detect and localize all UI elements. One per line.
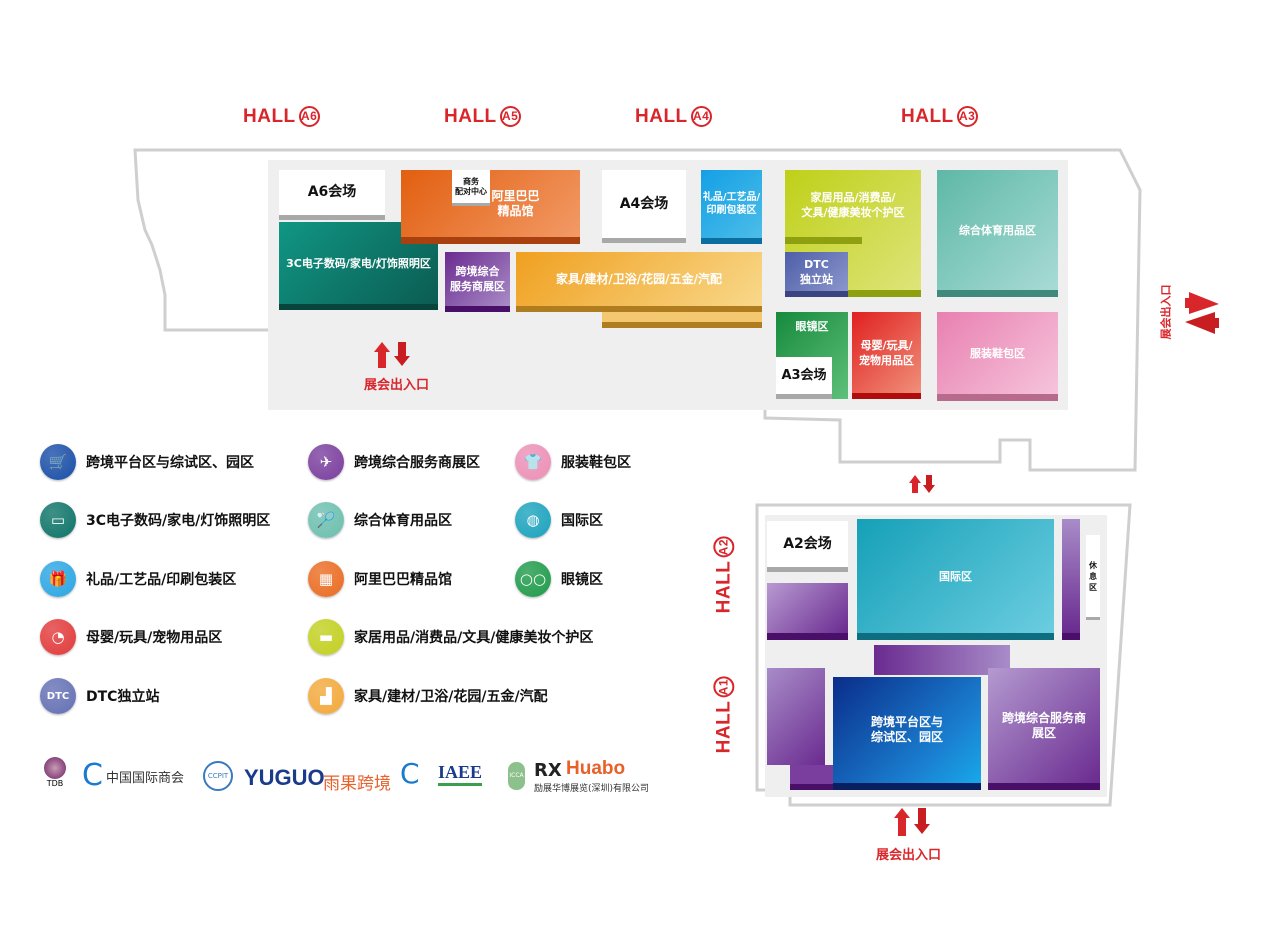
entrance-label-a1: 展会出入口 <box>876 848 942 863</box>
zone-a6-venue[interactable]: A6会场 <box>279 170 385 220</box>
zone-a4-venue[interactable]: A4会场 <box>602 170 686 243</box>
logo-yuguo-cn: 雨果跨境 <box>323 774 391 794</box>
zone-business-matching[interactable]: 商务 配对中心 <box>452 170 490 206</box>
entrance-arrows-icon <box>894 808 930 836</box>
hall-number: A3 <box>956 106 978 127</box>
legend-label: 眼镜区 <box>561 572 603 588</box>
hall-number: A6 <box>298 106 320 127</box>
zone-international[interactable]: 国际区 <box>857 519 1054 640</box>
zone-a2-venue[interactable]: A2会场 <box>767 521 848 572</box>
entrance-arrows-icon <box>374 342 410 368</box>
hall-number: A4 <box>690 106 712 127</box>
legend-label: 跨境平台区与综试区、园区 <box>86 455 254 471</box>
legend-item: 👕 服装鞋包区 <box>515 444 631 480</box>
entrance-label-a6: 展会出入口 <box>364 378 430 393</box>
logo-yuguo: YUGUO <box>244 765 325 790</box>
legend-label: 跨境综合服务商展区 <box>354 455 480 471</box>
logo-huabo: Huabo <box>566 758 626 779</box>
gift-icon: 🎁 <box>40 561 76 597</box>
zone-furniture[interactable]: 家具/建材/卫浴/花园/五金/汽配 <box>516 252 762 312</box>
zone-baby[interactable]: 母婴/玩具/ 宠物用品区 <box>852 312 921 399</box>
legend-item: ▭ 3C电子数码/家电/灯饰照明区 <box>40 502 270 538</box>
legend-label: 家具/建材/卫浴/花园/五金/汽配 <box>354 689 548 705</box>
shuttlecock-icon: 🏸 <box>308 502 344 538</box>
monitor-icon: ▭ <box>40 502 76 538</box>
legend-item: ▦ 阿里巴巴精品馆 <box>308 561 452 597</box>
shop-icon: ▦ <box>308 561 344 597</box>
globe-icon: ◍ <box>515 502 551 538</box>
entrance-label-a3: 展会出入口 <box>1159 284 1173 340</box>
zone-purple-middle[interactable] <box>874 645 1010 675</box>
zone-rest[interactable]: 休 息 区 <box>1086 535 1100 620</box>
zone-dtc[interactable]: DTC 独立站 <box>785 252 848 297</box>
legend-item: ◍ 国际区 <box>515 502 603 538</box>
cart-icon: 🛒 <box>40 444 76 480</box>
legend-label: 国际区 <box>561 513 603 529</box>
bed-icon: ▬ <box>308 619 344 655</box>
airplane-icon: ✈ <box>308 444 344 480</box>
zone-furniture-extension <box>602 312 762 328</box>
legend-label: 家居用品/消费品/文具/健康美妆个护区 <box>354 630 594 646</box>
zone-crossborder-service-lower[interactable]: 跨境综合服务商 展区 <box>988 668 1100 790</box>
stroller-icon: ◔ <box>40 619 76 655</box>
zone-crossborder-service[interactable]: 跨境综合 服务商展区 <box>445 252 510 312</box>
legend-label: 3C电子数码/家电/灯饰照明区 <box>86 513 271 529</box>
hall-text: HALL <box>444 106 497 127</box>
hall-number: A5 <box>499 106 521 127</box>
legend-label: 综合体育用品区 <box>354 513 452 529</box>
shirt-icon: 👕 <box>515 444 551 480</box>
legend-label: 礼品/工艺品/印刷包装区 <box>86 572 237 588</box>
glasses-icon: ○○ <box>515 561 551 597</box>
zone-apparel[interactable]: 服装鞋包区 <box>937 312 1058 401</box>
logo-ccpit: CCPIT <box>203 761 233 791</box>
zone-purple-strip[interactable] <box>1062 519 1080 640</box>
legend-item: ◔ 母婴/玩具/宠物用品区 <box>40 619 222 655</box>
legend-item: 🏸 综合体育用品区 <box>308 502 452 538</box>
logo-tdb: TDB <box>40 757 70 793</box>
hall-text: HALL <box>243 106 296 127</box>
logo-text: TDB <box>46 779 64 788</box>
legend-label: 服装鞋包区 <box>561 455 631 471</box>
legend-label: 母婴/玩具/宠物用品区 <box>86 630 223 646</box>
entrance-arrows-icon <box>1185 292 1219 334</box>
legend-item: DTC DTC独立站 <box>40 678 159 714</box>
zone-home-shadow <box>785 237 862 244</box>
logo-icca: ICCA <box>508 762 525 790</box>
zone-purple-a2[interactable] <box>767 583 848 640</box>
zone-sports[interactable]: 综合体育用品区 <box>937 170 1058 297</box>
logo-iaee: IAEE <box>438 762 483 786</box>
legend-label: 阿里巴巴精品馆 <box>354 572 452 588</box>
zone-electronics[interactable]: 3C电子数码/家电/灯饰照明区 <box>279 222 438 310</box>
legend-item: ▬ 家居用品/消费品/文具/健康美妆个护区 <box>308 619 593 655</box>
zone-crossborder-platform[interactable]: 跨境平台区与 综试区、园区 <box>833 677 981 790</box>
logo-huabo-cn: 励展华博展览(深圳)有限公司 <box>534 784 650 794</box>
legend-label: DTC独立站 <box>86 689 160 705</box>
legend-item: ✈ 跨境综合服务商展区 <box>308 444 480 480</box>
legend-item: ○○ 眼镜区 <box>515 561 603 597</box>
logo-rx: RX <box>534 760 562 781</box>
dtc-icon: DTC <box>40 678 76 714</box>
passage-arrows-icon <box>909 475 935 493</box>
zone-purple-left[interactable] <box>767 668 825 765</box>
hall-text: HALL <box>635 106 688 127</box>
logo-text: 中国国际商会 <box>105 770 184 786</box>
legend-item: 🎁 礼品/工艺品/印刷包装区 <box>40 561 236 597</box>
sofa-icon: ▟ <box>308 678 344 714</box>
logo-xiamen-chamber: C <box>400 757 420 790</box>
zone-gifts[interactable]: 礼品/工艺品/ 印刷包装区 <box>701 170 762 244</box>
legend-item: 🛒 跨境平台区与综试区、园区 <box>40 444 254 480</box>
zone-a3-venue[interactable]: A3会场 <box>776 357 832 399</box>
zone-alibaba[interactable]: 阿里巴巴 精品馆 <box>401 170 580 244</box>
legend-item: ▟ 家具/建材/卫浴/花园/五金/汽配 <box>308 678 548 714</box>
hall-text: HALL <box>901 106 954 127</box>
